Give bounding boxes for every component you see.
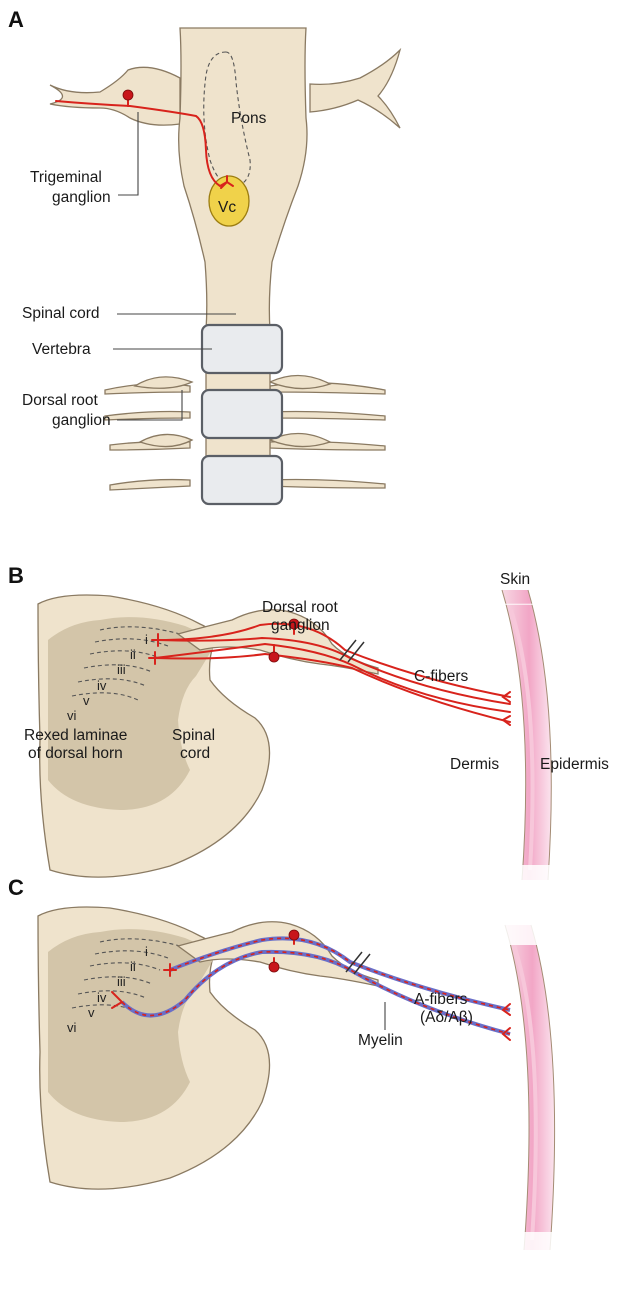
epidermis-label: Epidermis: [540, 756, 609, 773]
panel-a-letter: A: [8, 7, 24, 32]
trigeminal-label-1: Trigeminal: [30, 169, 102, 186]
vertebra-label: Vertebra: [32, 341, 91, 358]
trigeminal-leader: [118, 112, 138, 195]
trigeminal-soma: [123, 90, 133, 100]
a-fibers-label-2: (Aδ/Aβ): [420, 1009, 473, 1026]
panel-c: C: [8, 875, 556, 1262]
dermis-label: Dermis: [450, 756, 499, 773]
vertebra-1: [202, 325, 282, 373]
rexed-label-1: Rexed laminae: [24, 727, 127, 744]
drg-b-label-2: ganglion: [271, 617, 330, 634]
pons-label: Pons: [231, 110, 267, 127]
lamina-c-5: v: [88, 1005, 95, 1020]
drg-label-1: Dorsal root: [22, 392, 98, 409]
vertebra-3: [202, 456, 282, 504]
lamina-b-1: i: [145, 632, 148, 647]
panel-b: B: [8, 563, 609, 885]
rexed-label-2: of dorsal horn: [28, 745, 123, 762]
vertebra-2: [202, 390, 282, 438]
myelin-label: Myelin: [358, 1032, 403, 1049]
skin: [495, 588, 555, 885]
a-fibers-label-1: A-fibers: [414, 991, 468, 1008]
drg-b-label-1: Dorsal root: [262, 599, 338, 616]
drg-label-2: ganglion: [52, 412, 111, 429]
spinal-b-label-1: Spinal: [172, 727, 215, 744]
trigeminal-label-2: ganglion: [52, 189, 111, 206]
panel-b-letter: B: [8, 563, 24, 588]
c-fibers-label: C-fibers: [414, 668, 469, 685]
lamina-b-3: iii: [117, 662, 126, 677]
skin-label: Skin: [500, 571, 530, 588]
skin-c: [500, 918, 556, 1262]
panel-c-letter: C: [8, 875, 24, 900]
lamina-c-6: vi: [67, 1020, 77, 1035]
spinal-cord-label: Spinal cord: [22, 305, 100, 322]
trigeminal-nerve-right: [310, 50, 400, 128]
lamina-b-4: iv: [97, 678, 107, 693]
panel-a: A Vc: [8, 7, 400, 504]
lamina-c-1: i: [145, 944, 148, 959]
lamina-b-6: vi: [67, 708, 77, 723]
trigeminal-nerve-left: [50, 67, 180, 125]
lamina-b-5: v: [83, 693, 90, 708]
lamina-c-3: iii: [117, 974, 126, 989]
lamina-b-2: ii: [130, 647, 136, 662]
spinal-b-label-2: cord: [180, 745, 210, 762]
lamina-c-2: ii: [130, 959, 136, 974]
lamina-c-4: iv: [97, 990, 107, 1005]
vc-label: Vc: [218, 199, 236, 216]
